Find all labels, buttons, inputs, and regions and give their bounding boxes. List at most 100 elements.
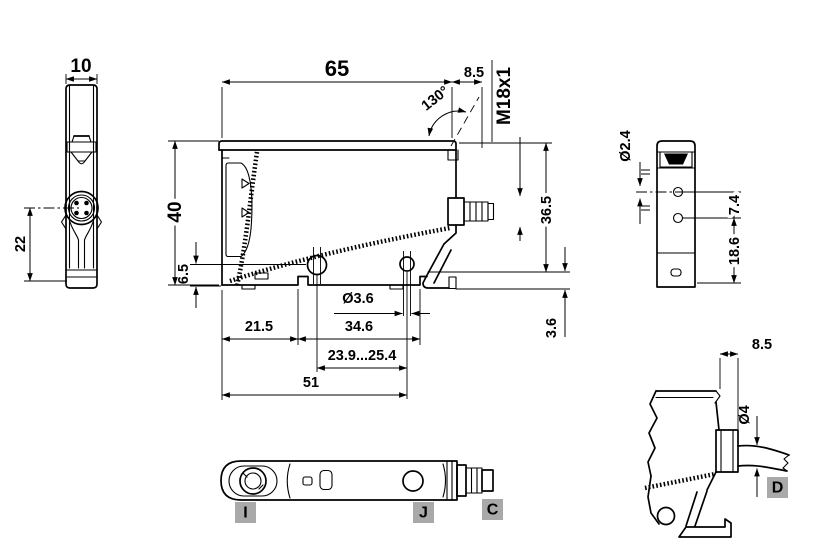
ext-line xyxy=(221,289,421,400)
curved-hatch-band xyxy=(644,471,716,491)
connector-axis-dashed xyxy=(450,96,480,147)
bottom-connector-cap xyxy=(481,469,494,492)
plug-pin xyxy=(74,200,79,206)
dim-label-8-5: 8.5 xyxy=(464,65,484,81)
side-view: 65 8.5 130° M18x1 40 6.5 Ø3.6 21.5 34.6 … xyxy=(162,56,570,400)
marker-box-d xyxy=(767,477,788,498)
dim-label-18-6: 18.6 xyxy=(727,237,743,265)
bracket-hook-detail xyxy=(714,390,721,404)
plug-pin xyxy=(74,210,79,216)
rail-foot xyxy=(422,276,450,289)
dim-label-m18x1: M18x1 xyxy=(494,67,515,126)
dim-label-22: 22 xyxy=(13,236,29,252)
bottom-end-curve xyxy=(442,463,447,498)
cable-view: 8.5 Ø4 D xyxy=(644,337,790,538)
adjuster-stadium xyxy=(228,465,278,497)
dim-label-34-6: 34.6 xyxy=(345,319,373,335)
ext-line xyxy=(313,247,321,372)
dim-label-65: 65 xyxy=(325,56,349,81)
curved-bottom-hatch xyxy=(229,225,451,284)
plug-connector-inner xyxy=(70,196,93,220)
dim-label-130: 130° xyxy=(419,83,453,114)
dim-label-hole-dia: Ø3.6 xyxy=(342,291,373,307)
rear-window-frame xyxy=(659,151,693,168)
bracket-plate-edge xyxy=(647,475,660,525)
cable-boot-ribs xyxy=(720,429,734,473)
cable-break-end xyxy=(782,454,790,472)
ext-line xyxy=(190,264,306,287)
dim-label-36-5: 36.5 xyxy=(539,196,555,224)
marker-label-j: J xyxy=(419,505,428,522)
m18-connector-cap xyxy=(487,202,495,221)
bracket-strut xyxy=(685,490,708,527)
indicator-triangle xyxy=(241,178,250,189)
bottom-small-window xyxy=(302,476,313,486)
marker-label-i: I xyxy=(243,505,247,522)
marker-label-c: C xyxy=(487,502,499,519)
bracket-foot-hook xyxy=(678,518,732,538)
adjuster-pot-outer xyxy=(239,467,267,495)
front-view: 10 22 xyxy=(13,56,103,289)
bracket-lower-right xyxy=(706,471,717,491)
dim-label-7-4: 7.4 xyxy=(727,195,743,215)
front-wing-right xyxy=(96,214,103,230)
bottom-button xyxy=(319,469,333,491)
dim-label-cable-dia: Ø4 xyxy=(737,405,753,424)
cable-top-edge xyxy=(737,444,790,456)
rail-right-step xyxy=(447,149,459,161)
dim-label-21-5: 21.5 xyxy=(245,319,273,335)
rear-slot xyxy=(670,268,682,277)
body-right-lower xyxy=(443,224,457,245)
marker-box-c xyxy=(482,499,503,520)
curved-front-hatch xyxy=(234,151,260,287)
bottom-view: I J C xyxy=(220,460,503,523)
bottom-hole-j xyxy=(402,470,424,492)
ext-line xyxy=(403,251,411,399)
bottom-connector-ribs xyxy=(470,467,478,494)
ext-line xyxy=(221,87,453,138)
mounting-hole-1 xyxy=(306,254,328,276)
dim-label-optic-dia: Ø2.4 xyxy=(618,130,634,161)
dim-label-hole-spacing: 23.9...25.4 xyxy=(328,348,397,364)
cable-bottom-edge xyxy=(737,464,788,472)
front-cap-band xyxy=(66,141,97,153)
equal-marks xyxy=(641,169,650,211)
plug-pin xyxy=(84,200,89,206)
dim-label-40: 40 xyxy=(165,201,186,222)
front-cap-top xyxy=(71,135,92,143)
cable-boot xyxy=(715,429,739,473)
bottom-connector-flange xyxy=(456,464,467,497)
indicator-triangle xyxy=(241,207,250,218)
foot-pad xyxy=(389,284,404,290)
angle-arc-130 xyxy=(427,107,467,137)
ext-line xyxy=(719,358,739,429)
marker-label-d: D xyxy=(772,480,784,497)
mounting-hole-2 xyxy=(399,256,415,272)
front-funnel xyxy=(70,151,93,162)
bottom-body-outline xyxy=(220,460,458,501)
body-bottom-edge xyxy=(221,275,428,286)
adjuster-ticks xyxy=(242,472,264,490)
front-neck-right xyxy=(83,221,94,269)
rear-body-outline xyxy=(656,140,696,288)
bracket-hole xyxy=(656,506,676,526)
rail-strut xyxy=(433,249,452,284)
rear-view: Ø2.4 7.4 18.6 xyxy=(618,130,747,288)
rear-hole-lower xyxy=(672,212,684,224)
rear-optic-window xyxy=(664,153,688,165)
top-rail xyxy=(218,140,457,151)
front-body-outline xyxy=(65,84,98,289)
rail-foot-tab xyxy=(448,276,457,290)
bottom-end-lines xyxy=(446,460,453,501)
m18-connector-flange xyxy=(447,197,465,226)
bracket-right-edge xyxy=(715,401,720,431)
bottom-slot xyxy=(254,272,269,280)
front-wing-left xyxy=(60,214,67,230)
rail-left-step xyxy=(221,149,230,159)
front-funnel-arc xyxy=(77,160,86,165)
adjuster-pot-inner xyxy=(244,472,262,490)
m18-thread-ribs xyxy=(469,201,483,222)
bottom-connector-thread xyxy=(465,467,483,494)
